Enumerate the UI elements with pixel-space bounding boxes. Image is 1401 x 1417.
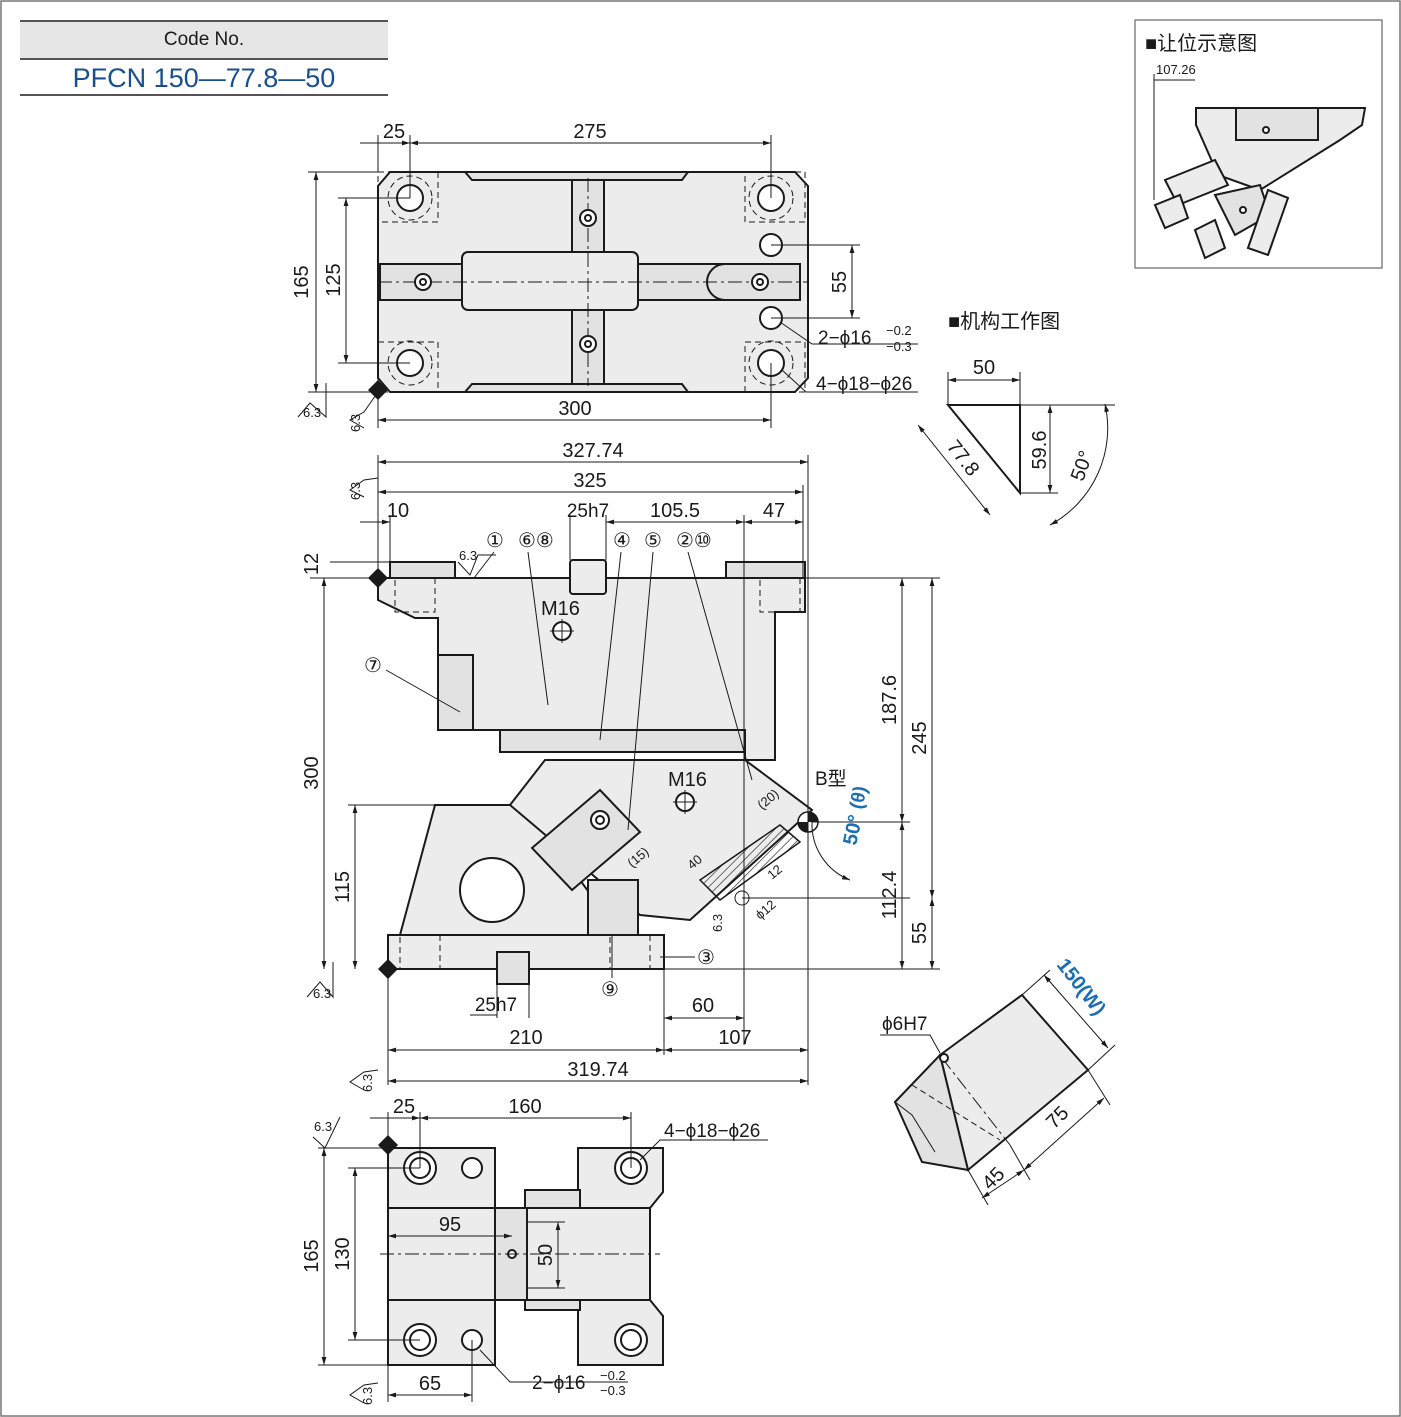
callout-6-8: ⑥⑧: [518, 530, 554, 552]
lightening-hole: [459, 857, 525, 923]
dim-300: 300: [301, 756, 323, 789]
dim-47: 47: [763, 500, 785, 522]
angle-50: 50°: [839, 813, 867, 847]
bottom-rough-2: 6.3: [360, 1387, 375, 1405]
iso-phi: ϕ6H7: [882, 1014, 928, 1035]
dim-319-74: 319.74: [567, 1059, 628, 1081]
bottom-dim-130: 130: [332, 1237, 354, 1270]
dim-187-6: 187.6: [879, 675, 901, 725]
cam-slider: [508, 759, 814, 922]
callout-7: ⑦: [364, 655, 382, 677]
mech-angle: 50°: [1067, 448, 1098, 484]
bottom-view: 25 160 4−ϕ18−ϕ26 95 50 165 130 65 2−ϕ16 …: [301, 1096, 768, 1405]
inset-mechanism-title: ■机构工作图: [948, 310, 1060, 333]
dim-10: 10: [387, 500, 409, 522]
hole-note-1: 2−ϕ16: [818, 328, 871, 349]
iso-view: ϕ6H7 150(W) 45 75: [880, 955, 1116, 1206]
top-rail-upper: [462, 171, 690, 181]
callout-3: ③: [697, 947, 715, 969]
inset-mechanism: ■机构工作图 50 59.6 77.8 50°: [917, 310, 1115, 526]
m16-b: M16: [668, 769, 707, 791]
dim-300: 300: [558, 398, 591, 420]
bottom-dim-65: 65: [419, 1373, 441, 1395]
mech-width: 50: [973, 357, 995, 379]
bottom-hole-note: 4−ϕ18−ϕ26: [664, 1121, 760, 1142]
dim-245: 245: [909, 721, 931, 754]
theta: (θ): [846, 784, 871, 811]
rough-1: 6.3: [303, 405, 321, 420]
bottom-rough-1: 6.3: [314, 1119, 332, 1134]
callout-4: ④: [613, 530, 631, 552]
rough-a: 6.3: [348, 482, 363, 500]
iso-dim-45: 45: [978, 1163, 1009, 1194]
cam-driver: [530, 788, 642, 892]
bottom-dim-160: 160: [508, 1096, 541, 1118]
dim-105-5: 105.5: [650, 500, 700, 522]
dim-275: 275: [573, 121, 606, 143]
dim-112-4: 112.4: [879, 871, 901, 920]
code-number-box: Code No. PFCN 150—77.8—50: [20, 20, 388, 96]
tol-upper: −0.2: [886, 323, 912, 338]
iso-dim-75: 75: [1042, 1102, 1073, 1133]
m16-a: M16: [541, 598, 580, 620]
bottom-dim-25: 25: [393, 1096, 415, 1118]
dim-55: 55: [909, 922, 931, 944]
bottom-dim-165: 165: [301, 1239, 323, 1272]
tol-lower: −0.3: [886, 339, 912, 354]
dim-115: 115: [332, 871, 354, 903]
bottom-tol-upper: −0.2: [600, 1368, 626, 1383]
rough-b: 6.3: [313, 986, 331, 1001]
dim-165: 165: [291, 265, 313, 298]
hole-note-2: 4−ϕ18−ϕ26: [816, 374, 912, 395]
dim-327-74: 327.74: [562, 440, 623, 462]
top-rail-lower: [462, 383, 690, 393]
dim-325: 325: [573, 470, 606, 492]
inset-clearance-dim: 107.26: [1156, 62, 1196, 77]
phi-12: ϕ12: [752, 897, 778, 922]
rough-top: 6.3: [459, 548, 477, 563]
dim-25h7-b: 25h7: [475, 995, 517, 1016]
top-center-block: [461, 251, 639, 311]
front-view: M16 M16 B型 50° (θ) (15) 40 (20) 12 ϕ12 ①…: [301, 440, 940, 1092]
code-value: PFCN 150—77.8—50: [20, 58, 388, 96]
key-25h7: [569, 559, 607, 595]
dim-55: 55: [829, 271, 851, 293]
rough-c: 6.3: [710, 914, 725, 932]
bottom-dim-50: 50: [535, 1244, 557, 1266]
iso-width: 150(W): [1052, 955, 1110, 1020]
rough-d: 6.3: [360, 1074, 375, 1092]
rough-2: 6.3: [348, 414, 363, 432]
callout-1: ①: [486, 530, 504, 552]
dim-125: 125: [323, 263, 345, 296]
bottom-tol-lower: −0.3: [600, 1383, 626, 1398]
dim-210: 210: [509, 1027, 542, 1049]
mech-hyp: 77.8: [942, 436, 983, 480]
inset-clearance-title: ■让位示意图: [1145, 32, 1257, 55]
code-label: Code No.: [20, 20, 388, 60]
top-view: 25 275 165 125 55 300 2−ϕ16 −0.2 −0.3 4−…: [291, 121, 918, 432]
dim-25: 25: [383, 121, 405, 143]
bottom-dim-95: 95: [439, 1214, 461, 1236]
mech-height: 59.6: [1029, 431, 1051, 470]
dim-60: 60: [692, 995, 714, 1017]
dim-12: 12: [301, 553, 323, 575]
dim-25h7: 25h7: [567, 501, 609, 522]
bottom-hole-note-2: 2−ϕ16: [532, 1373, 585, 1394]
callout-2-10: ②⑩: [676, 530, 712, 552]
dim-107: 107: [718, 1027, 751, 1049]
inset-clearance: ■让位示意图 107.26: [1134, 19, 1383, 269]
b-type: B型: [815, 768, 847, 790]
callout-9: ⑨: [601, 979, 619, 1001]
callout-5: ⑤: [644, 530, 662, 552]
